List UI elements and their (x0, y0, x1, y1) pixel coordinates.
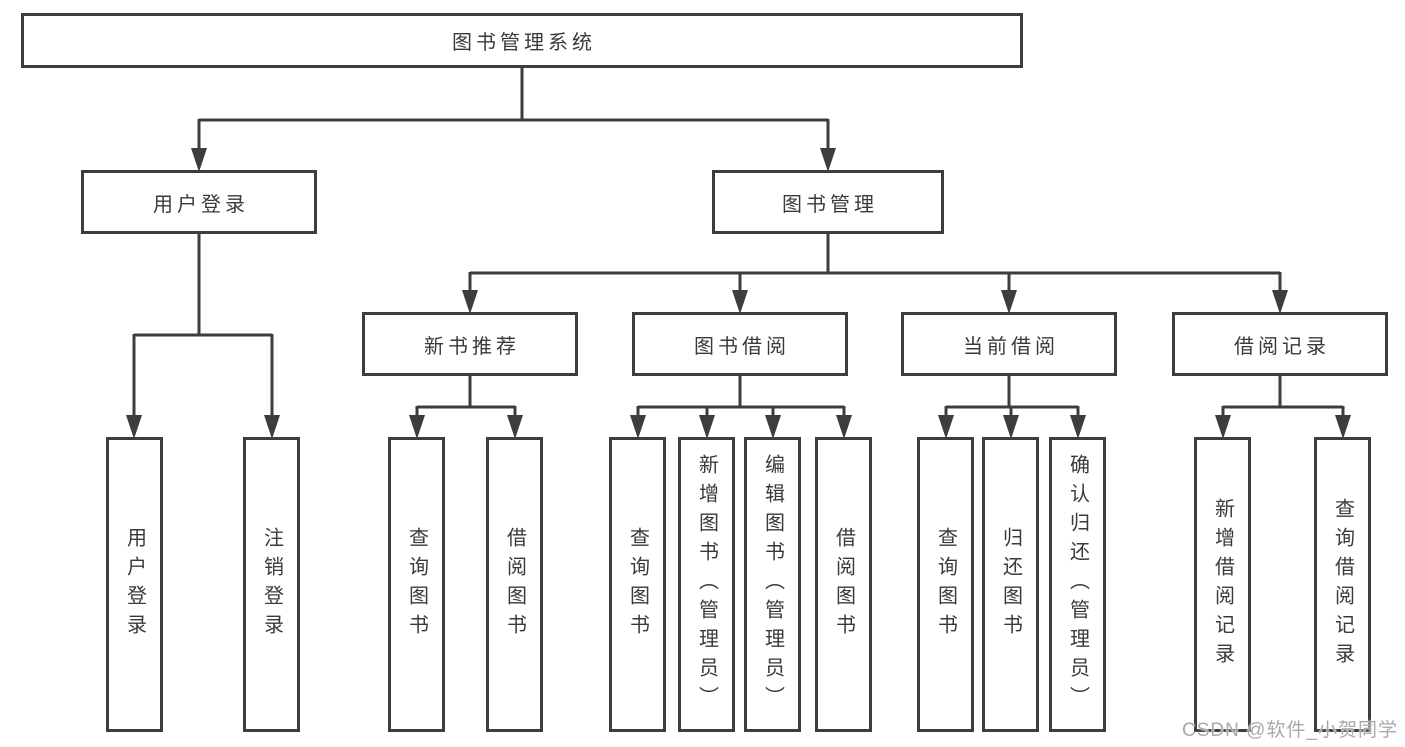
leaf-add-books-admin: 新增图书（管理员） (678, 437, 735, 732)
leaf-add-borrow-record: 新增借阅记录 (1194, 437, 1251, 732)
node-new-book-recommend: 新书推荐 (362, 312, 578, 376)
leaf-query-books-recommend: 查询图书 (388, 437, 445, 732)
node-root: 图书管理系统 (21, 13, 1023, 68)
leaf-borrow-books-recommend: 借阅图书 (486, 437, 543, 732)
leaf-query-books-current: 查询图书 (917, 437, 974, 732)
csdn-watermark: CSDN @软件_小贺同学 (1182, 720, 1398, 741)
node-book-management: 图书管理 (712, 170, 944, 234)
leaf-user-login: 用户登录 (106, 437, 163, 732)
leaf-edit-books-admin: 编辑图书（管理员） (744, 437, 801, 732)
leaf-logout: 注销登录 (243, 437, 300, 732)
leaf-return-books: 归还图书 (982, 437, 1039, 732)
leaf-query-books-borrowing: 查询图书 (609, 437, 666, 732)
node-borrowing-records: 借阅记录 (1172, 312, 1388, 376)
leaf-borrow-books: 借阅图书 (815, 437, 872, 732)
leaf-query-borrow-record: 查询借阅记录 (1314, 437, 1371, 732)
node-book-borrowing: 图书借阅 (632, 312, 848, 376)
node-current-borrowing: 当前借阅 (901, 312, 1117, 376)
node-user-login: 用户登录 (81, 170, 317, 234)
leaf-confirm-return-admin: 确认归还（管理员） (1049, 437, 1106, 732)
arrowhead-icons (126, 148, 1351, 439)
